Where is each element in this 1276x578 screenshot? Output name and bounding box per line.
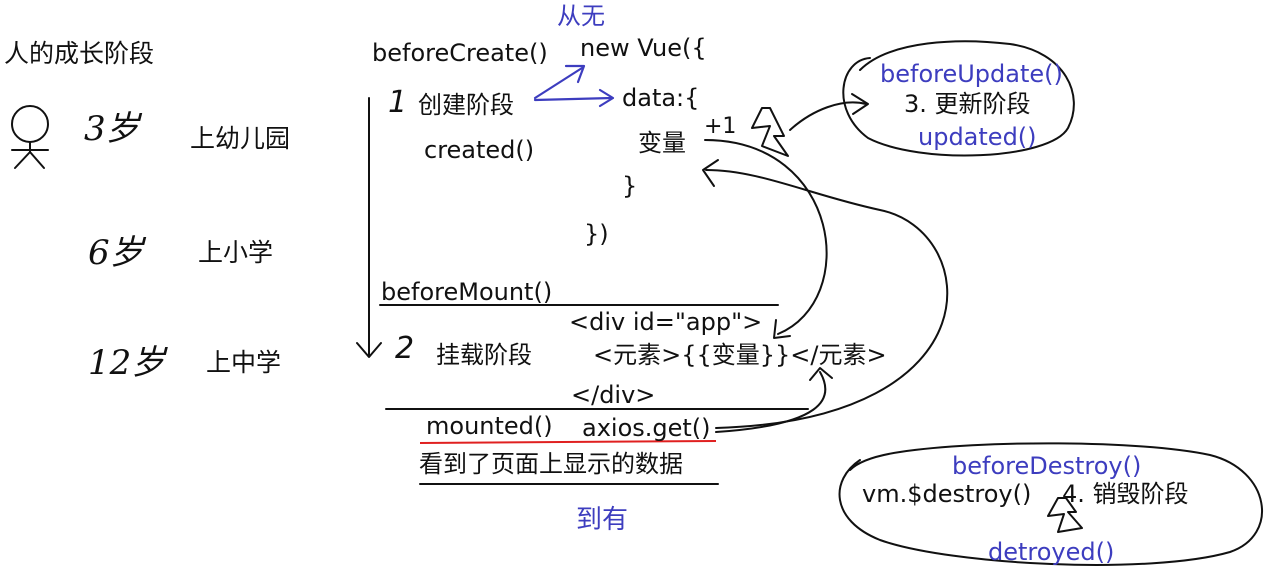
data-to-template-arrowhead: [773, 319, 791, 339]
mount-stage-number: 2: [395, 331, 415, 366]
human-stages-title: 人的成长阶段: [4, 39, 155, 68]
data-to-template-arrow: [704, 139, 828, 335]
code-variable: 变量: [638, 129, 686, 157]
axios-to-data-arrowhead: [702, 159, 719, 187]
create-to-newvue-arrowhead: [564, 64, 586, 84]
axios-to-template-arrow: [715, 371, 827, 433]
mount-stage-label: 挂载阶段: [436, 341, 532, 369]
plus-one-note: +1: [704, 114, 737, 139]
created-hook: created(): [424, 136, 535, 164]
code-data: data:{: [622, 84, 700, 112]
template-div-open: <div id="app">: [569, 308, 763, 336]
stage-middle-school: 上中学: [206, 348, 282, 377]
code-close-brace: }: [622, 172, 638, 200]
template-div-close: </div>: [571, 381, 656, 409]
update-arrowhead: [851, 93, 869, 115]
stage-primary-school: 上小学: [198, 238, 274, 267]
destroy-circle: [838, 442, 1264, 566]
template-element: <元素>{{变量}}</元素>: [593, 341, 887, 369]
update-arrow: [789, 101, 867, 131]
mounted-red-underline: [419, 440, 717, 444]
timeline-arrowhead: [356, 342, 382, 358]
code-close-vue: }): [584, 220, 609, 248]
create-stage-label: 创建阶段: [418, 91, 514, 119]
destroy-stage-label: 4. 销毁阶段: [1062, 480, 1189, 508]
data-shown-note: 看到了页面上显示的数据: [419, 450, 683, 478]
before-create-hook: beforeCreate(): [372, 39, 548, 67]
destroy-call: vm.$destroy(): [862, 480, 1032, 508]
before-destroy-hook: beforeDestroy(): [952, 452, 1142, 480]
axios-to-template-arrowhead: [809, 367, 833, 381]
age-12: 12岁: [88, 343, 166, 383]
create-stage-number: 1: [388, 85, 408, 120]
age-3: 3岁: [84, 109, 140, 149]
before-update-hook: beforeUpdate(): [880, 60, 1063, 88]
lightning-icon: [751, 107, 789, 157]
code-new-vue: new Vue({: [580, 34, 707, 62]
before-mount-hook: beforeMount(): [381, 278, 553, 306]
updated-hook: updated(): [918, 123, 1037, 151]
to-something-note: 到有: [576, 505, 629, 535]
update-circle: [842, 40, 1075, 157]
age-6: 6岁: [88, 233, 144, 273]
axios-to-data-loop: [705, 169, 949, 429]
create-to-data-arrow: [533, 96, 614, 102]
axios-get-call: axios.get(): [582, 414, 711, 442]
create-to-newvue-arrow: [533, 66, 584, 100]
from-nothing-note: 从无: [557, 2, 605, 30]
destroyed-hook: detroyed(): [988, 538, 1115, 566]
person-icon: [11, 105, 49, 169]
lightning-icon: [1047, 497, 1083, 533]
mounted-hook: mounted(): [426, 412, 553, 440]
create-to-data-arrowhead: [598, 88, 615, 108]
update-stage-label: 3. 更新阶段: [904, 90, 1031, 118]
stage-kindergarten: 上幼儿园: [190, 124, 291, 153]
